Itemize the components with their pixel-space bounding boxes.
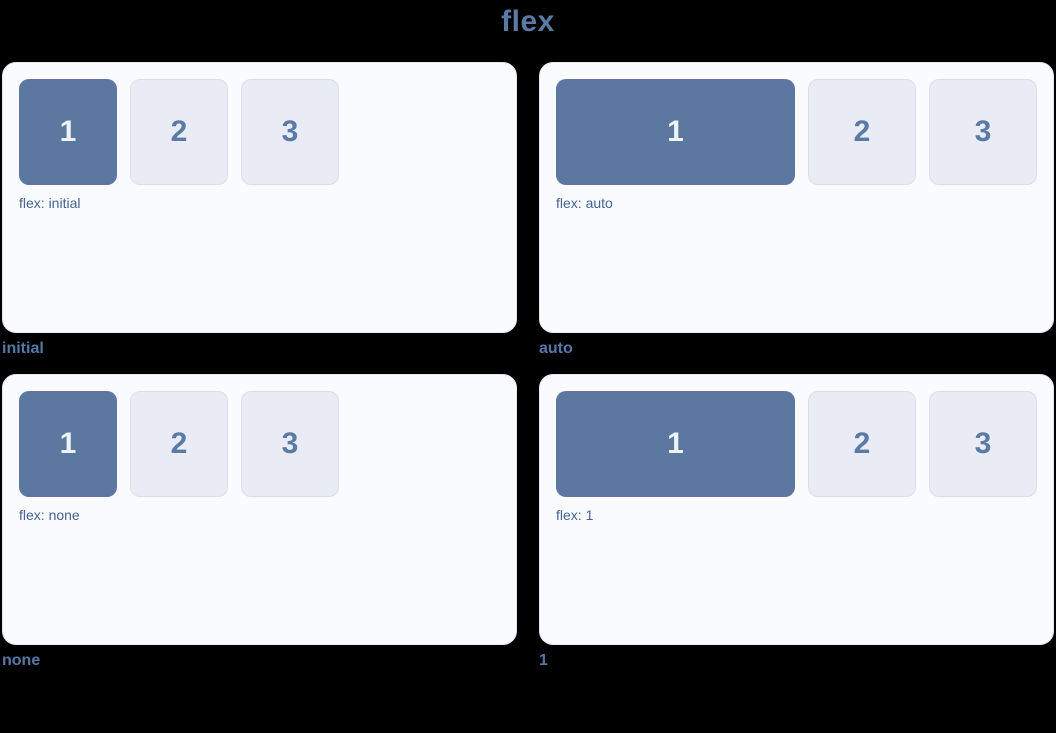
flex-demo-page: flex 1 2 3 flex: initial initial 1 2 3 f [0,5,1056,686]
flex-item-1: 1 [556,391,795,497]
flex-item-2: 2 [808,391,916,497]
flex-item-1: 1 [19,391,117,497]
flex-value-label: flex: auto [556,195,613,211]
demo-cell-auto: 1 2 3 flex: auto auto [539,62,1054,374]
panel-auto: 1 2 3 flex: auto [539,62,1054,333]
flex-item-3: 3 [241,391,339,497]
panel-caption-1: 1 [539,652,548,669]
flex-container-initial: 1 2 3 [19,79,500,185]
flex-value-label: flex: none [19,507,80,523]
flex-container-1: 1 2 3 [556,391,1037,497]
panel-initial: 1 2 3 flex: initial [2,62,517,333]
flex-container-auto: 1 2 3 [556,79,1037,185]
demo-cell-1: 1 2 3 flex: 1 1 [539,374,1054,686]
flex-container-none: 1 2 3 [19,391,500,497]
flex-item-1: 1 [19,79,117,185]
demo-cell-initial: 1 2 3 flex: initial initial [2,62,517,374]
flex-item-2: 2 [130,391,228,497]
flex-item-3: 3 [241,79,339,185]
flex-value-label: flex: initial [19,195,81,211]
flex-item-2: 2 [808,79,916,185]
flex-item-2: 2 [130,79,228,185]
demo-cell-none: 1 2 3 flex: none none [2,374,517,686]
flex-item-3: 3 [929,391,1037,497]
panel-caption-auto: auto [539,340,573,357]
panel-caption-none: none [2,652,41,669]
flex-item-1: 1 [556,79,795,185]
flex-item-3: 3 [929,79,1037,185]
page-title: flex [501,5,555,38]
demo-grid: 1 2 3 flex: initial initial 1 2 3 flex: … [0,62,1056,686]
flex-value-label: flex: 1 [556,507,594,523]
panel-caption-initial: initial [2,340,44,357]
panel-none: 1 2 3 flex: none [2,374,517,645]
panel-1: 1 2 3 flex: 1 [539,374,1054,645]
